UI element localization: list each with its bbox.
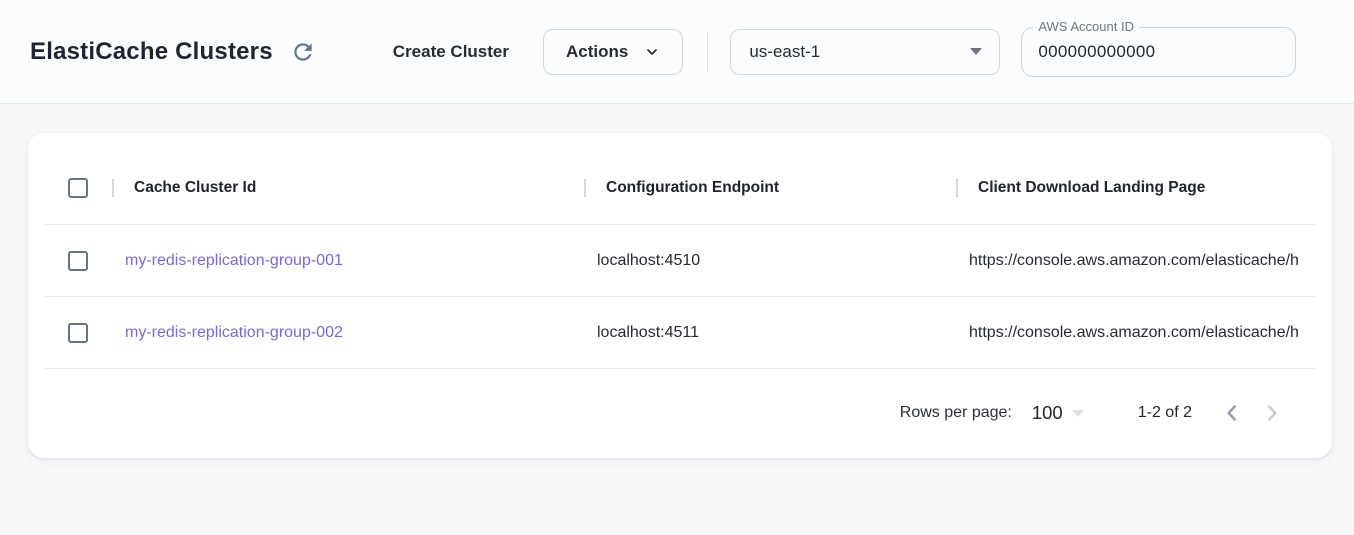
table-row: my-redis-replication-group-002 localhost… [44, 296, 1316, 368]
refresh-button[interactable] [287, 36, 319, 68]
configuration-endpoint-cell: localhost:4510 [597, 251, 701, 269]
chevron-right-icon [1259, 400, 1285, 426]
region-select-value: us-east-1 [749, 41, 821, 61]
toolbar: ElastiCache Clusters Create Cluster Acti… [0, 0, 1354, 104]
pagination-range-label: 1-2 of 2 [1137, 404, 1192, 421]
column-header-configuration-endpoint: Configuration Endpoint [584, 179, 956, 197]
region-select[interactable]: us-east-1 [730, 28, 1001, 75]
cache-cluster-id-link[interactable]: my-redis-replication-group-002 [125, 323, 343, 341]
cache-cluster-id-link[interactable]: my-redis-replication-group-001 [125, 251, 343, 269]
table-pagination: Rows per page: 100 1-2 of 2 [44, 368, 1316, 457]
row-checkbox-cell [44, 322, 112, 343]
next-page-button[interactable] [1252, 393, 1292, 433]
caret-down-icon [1071, 409, 1084, 417]
actions-menu-button[interactable]: Actions [543, 28, 684, 75]
table-header-row: Cache Cluster Id Configuration Endpoint … [44, 151, 1316, 224]
row-checkbox[interactable] [68, 250, 88, 271]
refresh-icon [290, 39, 316, 65]
chevron-down-icon [644, 44, 660, 60]
aws-account-id-input[interactable] [1022, 27, 1296, 76]
aws-account-id-field: AWS Account ID [1021, 18, 1297, 77]
toolbar-divider [707, 31, 709, 72]
rows-per-page-label: Rows per page: [899, 404, 1012, 421]
actions-button-label: Actions [566, 41, 629, 61]
rows-per-page-select[interactable]: 100 [1032, 402, 1084, 424]
chevron-left-icon [1219, 400, 1245, 426]
client-download-landing-page-cell: https://console.aws.amazon.com/elasticac… [969, 251, 1299, 269]
client-download-landing-page-cell: https://console.aws.amazon.com/elasticac… [969, 323, 1299, 341]
create-cluster-button[interactable]: Create Cluster [392, 41, 509, 61]
header-checkbox-cell [44, 177, 112, 198]
row-checkbox[interactable] [68, 322, 88, 343]
row-checkbox-cell [44, 250, 112, 271]
configuration-endpoint-cell: localhost:4511 [597, 323, 699, 341]
previous-page-button[interactable] [1212, 393, 1252, 433]
column-header-cache-cluster-id: Cache Cluster Id [112, 179, 584, 197]
aws-account-id-label: AWS Account ID [1033, 18, 1139, 34]
select-all-checkbox[interactable] [68, 177, 88, 198]
table-row: my-redis-replication-group-001 localhost… [44, 224, 1316, 296]
cache-cluster-id-cell: my-redis-replication-group-001 [112, 252, 584, 270]
column-header-client-download-landing-page: Client Download Landing Page [956, 179, 1316, 197]
caret-down-icon [970, 48, 983, 55]
page-title: ElastiCache Clusters [30, 37, 273, 65]
clusters-table-card: Cache Cluster Id Configuration Endpoint … [28, 133, 1332, 458]
cache-cluster-id-cell: my-redis-replication-group-002 [112, 324, 584, 342]
rows-per-page-value: 100 [1031, 402, 1063, 423]
